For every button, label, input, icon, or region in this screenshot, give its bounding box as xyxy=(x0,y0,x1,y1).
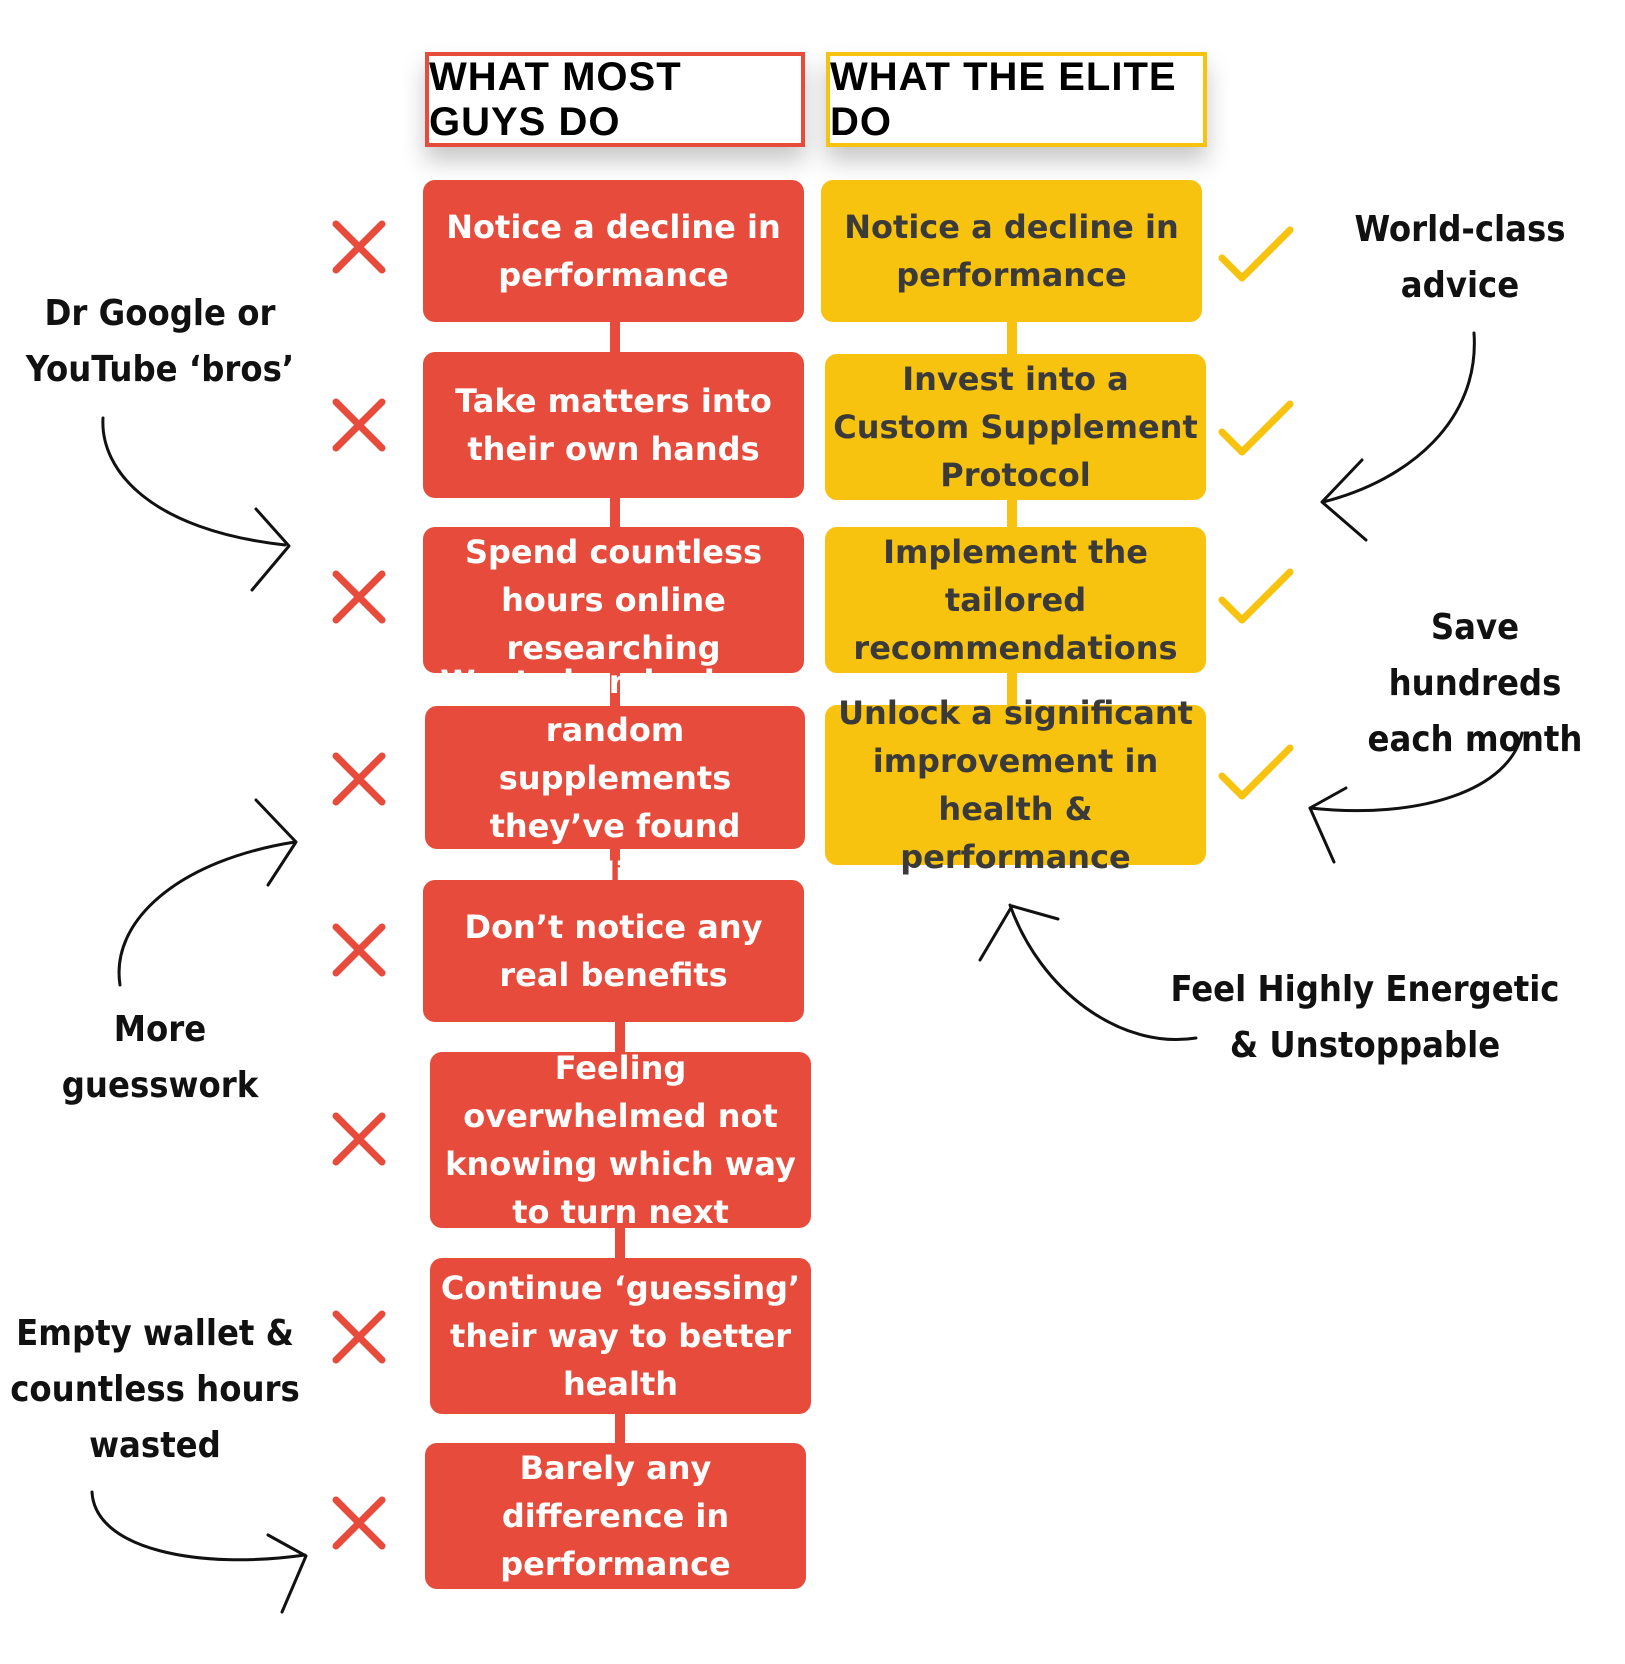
cross-icon xyxy=(332,1112,386,1166)
note-world-class: World-class advice xyxy=(1354,209,1566,306)
connector xyxy=(1007,318,1017,356)
header-most-guys: WHAT MOST GUYS DO xyxy=(425,52,805,147)
connector xyxy=(1007,496,1017,530)
right-step-2: Invest into a Custom Supplement Protocol xyxy=(825,354,1206,500)
left-step-1: Notice a decline in performance xyxy=(423,180,804,322)
check-icon xyxy=(1218,744,1294,800)
cross-icon xyxy=(332,923,386,977)
right-step-3: Implement the tailored recommendations xyxy=(825,527,1206,673)
cross-icon xyxy=(332,1496,386,1550)
note-dr-google: Dr Google or YouTube ‘bros’ xyxy=(25,293,295,390)
connector xyxy=(610,670,620,708)
connector xyxy=(1007,670,1017,708)
left-step-6: Feeling overwhelmed not knowing which wa… xyxy=(430,1049,811,1231)
left-step-2: Take matters into their own hands xyxy=(423,352,804,498)
cross-icon xyxy=(332,220,386,274)
cross-icon xyxy=(332,570,386,624)
left-step-7: Continue ‘guessing’ their way to better … xyxy=(430,1258,811,1414)
connector xyxy=(615,1019,625,1055)
arrow-dr-google xyxy=(101,416,287,547)
cross-icon xyxy=(332,1310,386,1364)
connector xyxy=(610,318,620,354)
arrow-more-guesswork xyxy=(117,840,297,987)
arrow-world-class xyxy=(1321,331,1476,504)
check-icon xyxy=(1218,400,1294,456)
connector xyxy=(610,845,620,881)
right-step-1: Notice a decline in performance xyxy=(821,180,1202,322)
check-icon xyxy=(1218,568,1294,624)
note-feel-energetic: Feel Highly Energetic & Unstoppable xyxy=(1170,969,1560,1066)
connector xyxy=(615,1410,625,1446)
note-empty-wallet: Empty wallet & countless hours wasted xyxy=(10,1313,300,1466)
cross-icon xyxy=(332,398,386,452)
left-step-4: Waste hundreds on random supplements the… xyxy=(425,663,805,893)
check-icon xyxy=(1218,226,1294,282)
note-more-guesswork: More guesswork xyxy=(61,1009,259,1106)
left-step-3: Spend countless hours online researching xyxy=(423,527,804,673)
left-step-8: Barely any difference in performance xyxy=(425,1443,806,1589)
note-save-hundreds: Save hundreds each month xyxy=(1367,607,1583,760)
left-step-5: Don’t notice any real benefits xyxy=(423,880,804,1022)
cross-icon xyxy=(332,752,386,806)
header-elite: WHAT THE ELITE DO xyxy=(826,52,1207,147)
connector xyxy=(610,494,620,530)
connector xyxy=(615,1224,625,1260)
right-step-4: Unlock a significant improvement in heal… xyxy=(825,694,1206,876)
arrow-empty-wallet xyxy=(90,1490,307,1562)
